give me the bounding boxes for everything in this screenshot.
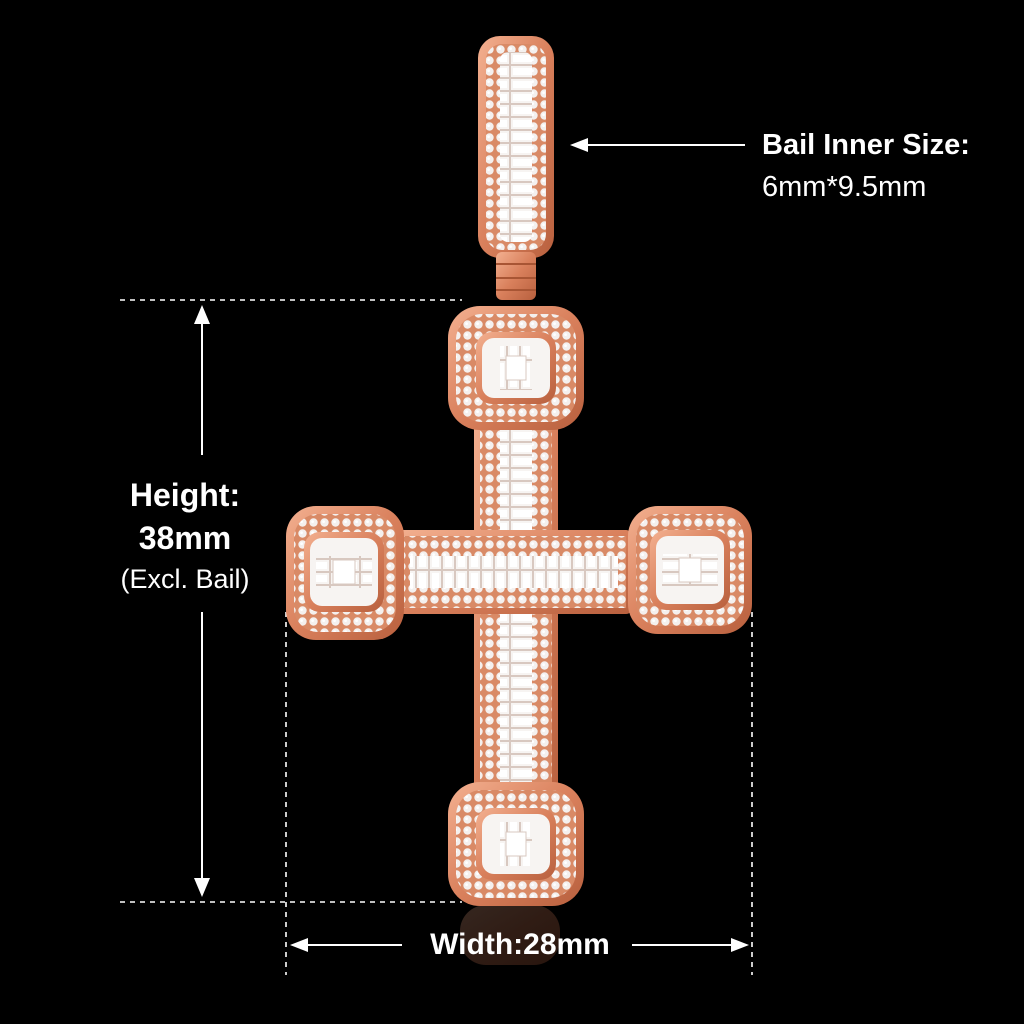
cross-terminal-left xyxy=(286,506,404,640)
cross-horizontal-bar xyxy=(396,530,632,614)
cross-terminal-bottom xyxy=(448,782,584,906)
bail-size-title: Bail Inner Size: xyxy=(762,129,970,161)
bail-arrow xyxy=(570,138,745,152)
height-value: 38mm xyxy=(138,520,232,556)
bail xyxy=(478,36,554,300)
height-note: (Excl. Bail) xyxy=(120,564,250,594)
cross-terminal-top xyxy=(448,306,584,430)
height-title: Height: xyxy=(129,477,241,513)
width-label: Width:28mm xyxy=(430,928,610,961)
pendant-reflection xyxy=(460,905,560,965)
bail-size-value: 6mm*9.5mm xyxy=(762,171,927,203)
height-arrow xyxy=(194,305,210,897)
cross-terminal-right xyxy=(628,506,752,634)
dimension-guides xyxy=(120,299,753,975)
width-arrow xyxy=(290,938,749,952)
